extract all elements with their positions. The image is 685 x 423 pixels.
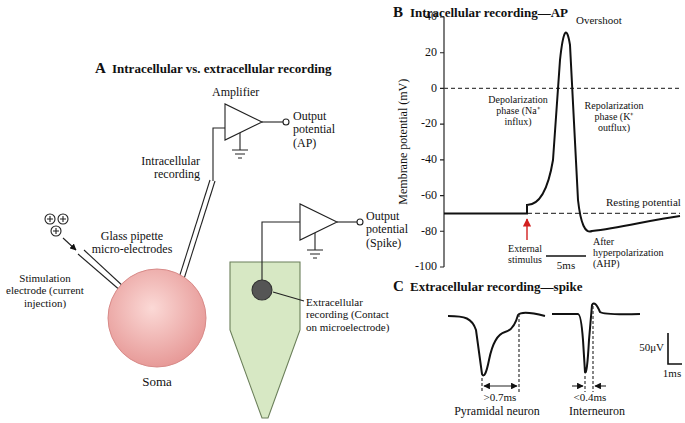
tick-label: -20 — [421, 117, 437, 130]
phase-label: Repolarization phase (K⁺ outflux) — [581, 100, 647, 134]
stimulus-label: External stimulus — [495, 243, 555, 265]
ap-plot — [440, 17, 680, 267]
amplifier-label: Amplifier — [212, 86, 259, 99]
output-label: Output potential (AP) — [293, 110, 351, 150]
soma-body — [108, 269, 206, 367]
electrode-label: Intracellular recording — [128, 155, 200, 182]
duration-label: >0.7ms — [484, 391, 517, 403]
electrode-label: Glass pipette micro-electrodes — [86, 230, 178, 257]
electrode-label: Extracellular recording (Contact on micr… — [306, 296, 390, 333]
duration-label: <0.4ms — [574, 391, 607, 403]
scale-label: 1ms — [663, 367, 681, 379]
leader-line — [273, 292, 304, 301]
scale-label: 50μV — [639, 341, 664, 353]
charge-symbols — [45, 214, 76, 250]
node-label: Soma — [142, 374, 172, 390]
panel-title: Extracellular recording—spike — [410, 280, 582, 295]
output-label: Output potential (Spike) — [366, 210, 418, 250]
phase-label: Resting potential — [606, 196, 681, 208]
soma-circle: Soma — [107, 268, 207, 368]
phase-label: Depolarization phase (Na⁺ influx) — [485, 94, 551, 128]
amplifier-symbol — [300, 204, 363, 258]
extracellular-electrode — [230, 222, 304, 418]
neuron-label: Pyramidal neuron — [454, 405, 540, 418]
phase-label: Overshoot — [576, 14, 622, 26]
scale-label: 5ms — [557, 259, 575, 271]
tick-label: -80 — [421, 225, 437, 238]
panel-letter: B — [393, 4, 403, 21]
electrode-label: Stimulation electrode (current injection… — [1, 272, 89, 309]
panel-title: Intracellular vs. extracellular recordin… — [112, 62, 332, 77]
phase-label: After hyperpolarization (AHP) — [593, 236, 679, 270]
neuron-label: Interneuron — [569, 405, 625, 418]
spike-waveforms — [448, 304, 682, 392]
axis-title: Membrane potential (mV) — [397, 79, 410, 205]
panel-letter: C — [393, 278, 404, 295]
tick-label: -40 — [421, 153, 437, 166]
tick-label: 20 — [425, 46, 437, 59]
tick-label: 40 — [425, 10, 437, 23]
tick-label: 0 — [431, 82, 437, 95]
panel-letter: A — [95, 60, 106, 77]
tick-label: -60 — [421, 189, 437, 202]
tick-label: -100 — [415, 260, 437, 273]
amplifier-symbol — [225, 104, 289, 158]
node-outline — [107, 268, 207, 368]
